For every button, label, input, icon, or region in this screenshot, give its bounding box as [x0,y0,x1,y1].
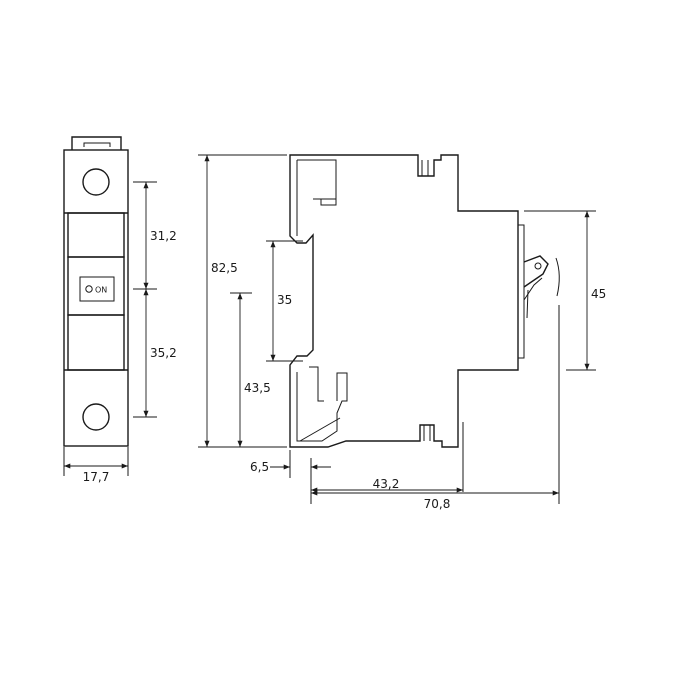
bottom-screw-icon [82,403,110,431]
side-view: 82,5 35 43,5 45 6,5 43,2 70,8 [198,154,606,511]
front-lower-panel [67,314,125,371]
dim-mid-depth-label: 43,2 [373,477,400,491]
dim-rail-height-label: 43,5 [244,381,271,395]
front-upper-panel [67,212,125,258]
dim-upper-label: 31,2 [150,229,177,243]
dim-total-height-label: 82,5 [211,261,238,275]
front-switch-window [79,276,115,302]
front-view: ON 17,7 31,2 35,2 [63,136,177,484]
dim-width-label: 17,7 [83,470,110,484]
toggle-lever-icon [523,255,560,319]
dim-lower-label: 35,2 [150,346,177,360]
front-body-outline [63,149,129,447]
switch-indicator-icon [85,285,93,293]
dim-total-depth-label: 70,8 [424,497,451,511]
dim-rail-offset-label: 6,5 [250,460,269,474]
switch-on-label: ON [95,286,107,295]
upper-hook [296,159,337,236]
lower-hook [296,366,348,442]
dim-inner-height-label: 35 [277,293,292,307]
front-top-clip [71,136,122,150]
top-screw-icon [82,168,110,196]
dim-front-height-label: 45 [591,287,606,301]
side-body-outline [289,154,519,448]
